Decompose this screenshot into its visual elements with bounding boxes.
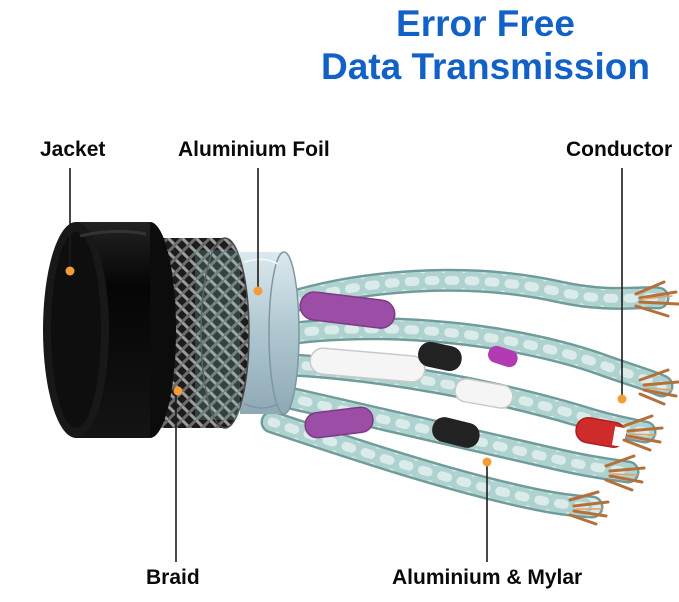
copper-conductor-tips (568, 280, 679, 526)
label-aluminium-foil: Aluminium Foil (178, 138, 330, 161)
label-jacket: Jacket (40, 138, 106, 161)
wire-insulation-segments (299, 291, 628, 448)
headline-line2: Data Transmission (320, 46, 650, 87)
jacket-layer (43, 222, 176, 438)
label-conductor: Conductor (566, 138, 673, 161)
label-braid: Braid (146, 566, 200, 589)
leader-lines (69, 168, 623, 562)
headline-line1: Error Free (396, 3, 575, 44)
headline: Error Free Data Transmission (292, 2, 679, 88)
label-aluminium-mylar: Aluminium & Mylar (392, 566, 583, 589)
callout-dots (65, 266, 627, 467)
